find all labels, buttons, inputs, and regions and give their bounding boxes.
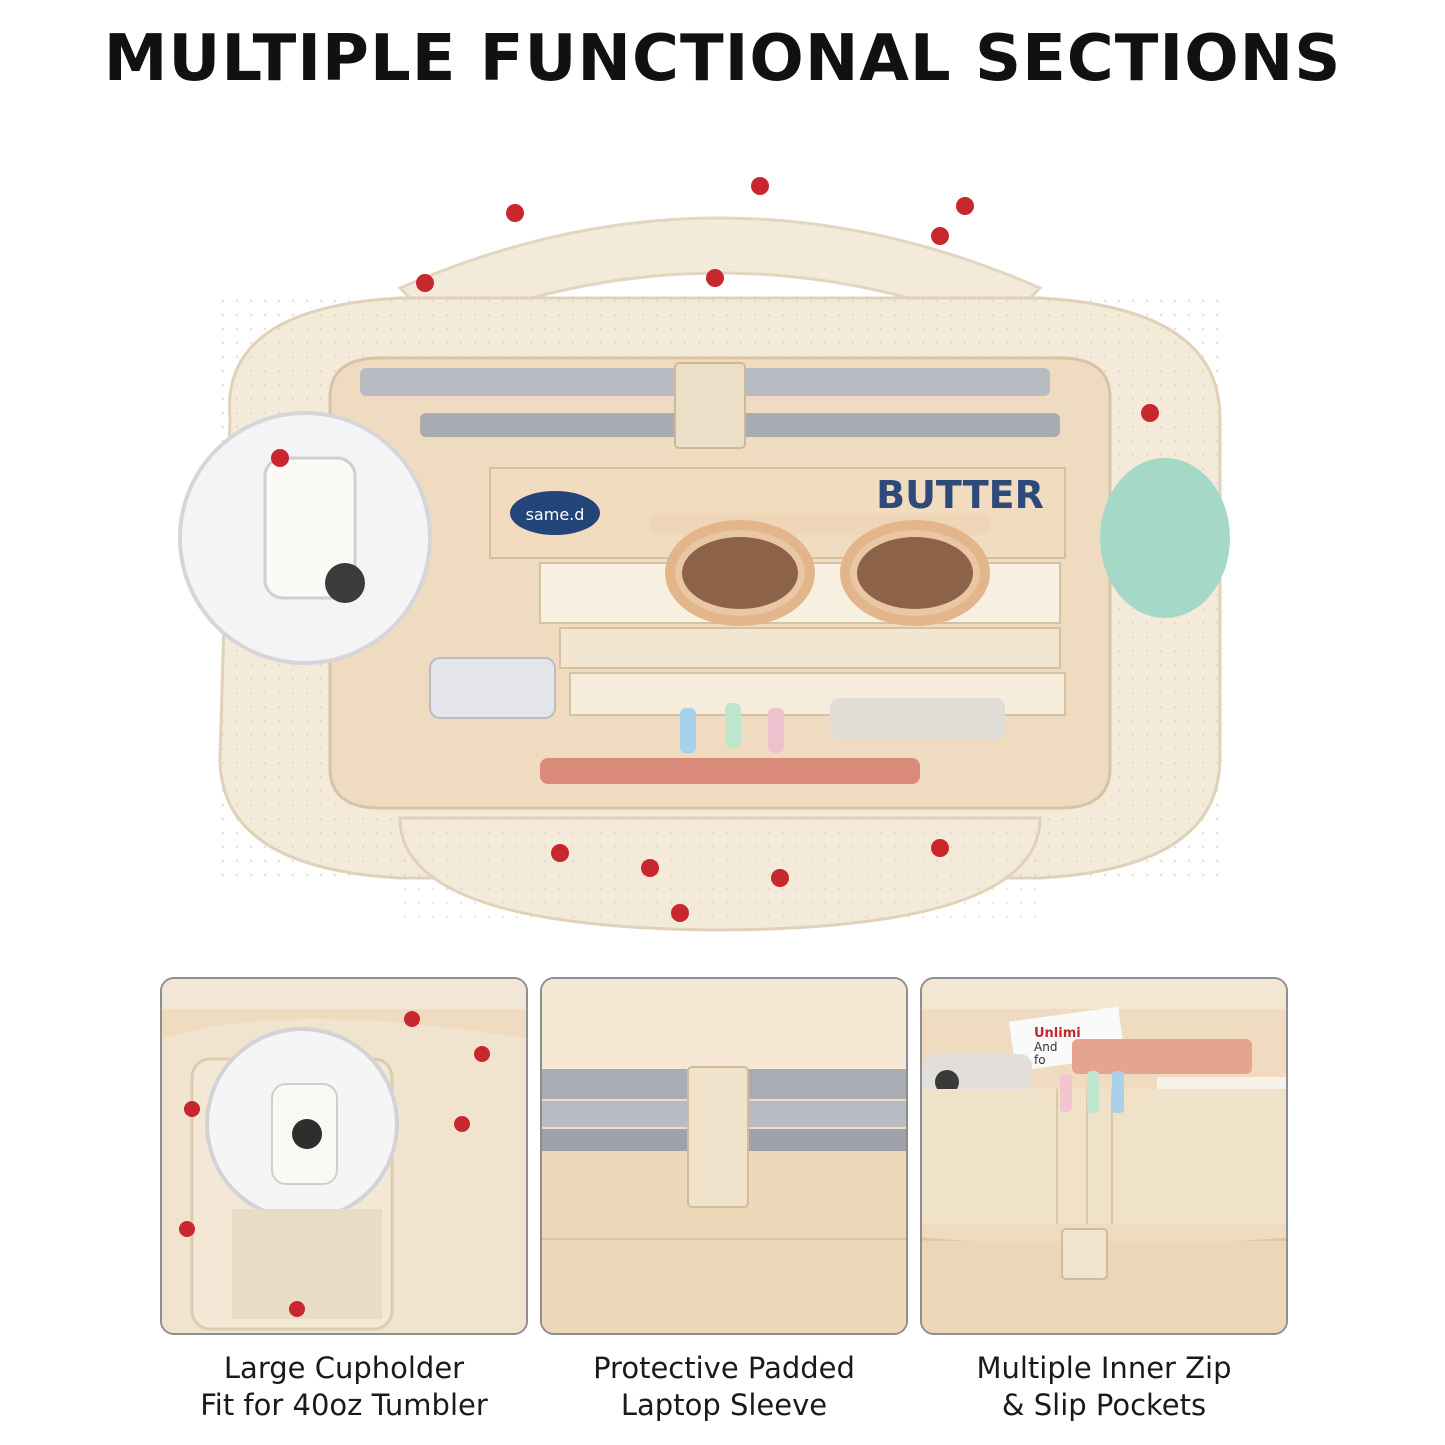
wallet	[540, 758, 920, 784]
notebook-label-3: fo	[1034, 1053, 1046, 1067]
caption-laptop-sleeve-line1: Protective Padded	[593, 1351, 855, 1385]
page-headline: MULTIPLE FUNCTIONAL SECTIONS	[103, 22, 1342, 96]
sunglasses	[650, 513, 990, 626]
top-handle	[397, 216, 1043, 330]
laptop-strap	[674, 362, 746, 449]
book-title: BUTTER	[876, 473, 1044, 517]
notebook-label-2: And	[1034, 1040, 1057, 1054]
book-3	[559, 627, 1061, 669]
phone	[830, 698, 1005, 740]
caption-cupholder-line1: Large Cupholder	[223, 1351, 465, 1385]
tote-bag-illustration: BUTTER same.d	[178, 177, 1230, 932]
pen-green	[725, 703, 741, 748]
cupholder-photo	[162, 979, 526, 1333]
notebook-label-1: Unlimi	[1034, 1026, 1081, 1041]
pen-blue	[680, 708, 696, 753]
inner-pockets-photo: Unlimi And fo	[922, 979, 1286, 1333]
caption-cupholder: Large Cupholder Fit for 40oz Tumbler	[148, 1350, 540, 1424]
book-sticker-text: same.d	[526, 505, 585, 524]
hero-bag-photo: BUTTER same.d	[160, 168, 1285, 938]
book-sticker	[510, 491, 600, 535]
pen-pink	[768, 708, 784, 753]
panel-cupholder	[160, 977, 528, 1335]
strawberry-prints	[271, 177, 1159, 922]
power-bank	[429, 657, 556, 719]
caption-inner-pockets-line2: & Slip Pockets	[1001, 1388, 1207, 1422]
caption-inner-pockets: Multiple Inner Zip & Slip Pockets	[920, 1350, 1288, 1424]
tumbler-lid	[178, 411, 432, 665]
caption-cupholder-line2: Fit for 40oz Tumbler	[200, 1388, 488, 1422]
panel-inner-pockets: Unlimi And fo	[920, 977, 1288, 1335]
caption-laptop-sleeve: Protective Padded Laptop Sleeve	[540, 1350, 908, 1424]
water-bottle	[1100, 458, 1230, 618]
panel-laptop-sleeve	[540, 977, 908, 1335]
caption-inner-pockets-line1: Multiple Inner Zip	[976, 1351, 1232, 1385]
caption-laptop-sleeve-line2: Laptop Sleeve	[620, 1388, 828, 1422]
laptop-sleeve-photo	[542, 979, 906, 1333]
